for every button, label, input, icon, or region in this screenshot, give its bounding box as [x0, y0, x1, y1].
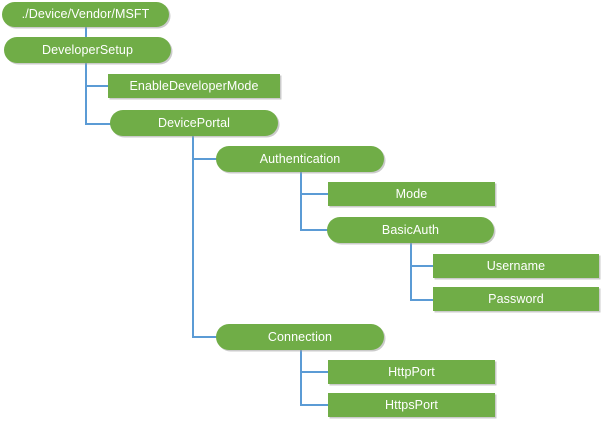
node-username[interactable]: Username [433, 254, 599, 278]
node-connection[interactable]: Connection [216, 324, 384, 350]
node-label-password: Password [488, 291, 544, 306]
node-httpsport[interactable]: HttpsPort [328, 393, 495, 417]
connector-deviceportal-to-connection [192, 336, 217, 338]
connector-connection-trunk [300, 350, 302, 406]
connector-authentication-to-basicauth [300, 229, 328, 231]
node-label-authentication: Authentication [259, 151, 341, 166]
node-label-mode: Mode [395, 186, 428, 201]
node-label-enabledevelopermode: EnableDeveloperMode [129, 78, 259, 93]
connector-developersetup-to-enabledevelopermode [85, 85, 109, 87]
connector-deviceportal-trunk [192, 136, 194, 338]
connector-root-to-developersetup [85, 27, 87, 38]
node-label-basicauth: BasicAuth [381, 222, 440, 237]
node-label-root: ./Device/Vendor/MSFT [21, 7, 150, 22]
node-enabledevelopermode[interactable]: EnableDeveloperMode [108, 74, 280, 98]
node-developersetup[interactable]: DeveloperSetup [4, 37, 171, 63]
node-label-httpsport: HttpsPort [385, 397, 438, 412]
connector-basicauth-to-password [410, 299, 434, 301]
connector-deviceportal-to-authentication [192, 158, 217, 160]
node-httpport[interactable]: HttpPort [328, 360, 495, 384]
node-basicauth[interactable]: BasicAuth [327, 217, 494, 243]
connector-connection-to-httpport [300, 371, 329, 373]
node-label-deviceportal: DevicePortal [157, 115, 231, 130]
node-label-username: Username [486, 258, 546, 273]
node-label-httpport: HttpPort [388, 364, 435, 379]
node-root[interactable]: ./Device/Vendor/MSFT [2, 2, 169, 27]
connector-basicauth-to-username [410, 265, 434, 267]
connector-connection-to-httpsport [300, 404, 329, 406]
connector-authentication-to-mode [300, 193, 329, 195]
node-label-connection: Connection [267, 329, 333, 344]
connector-authentication-trunk [300, 172, 302, 231]
node-password[interactable]: Password [433, 287, 599, 311]
connector-basicauth-trunk [410, 243, 412, 300]
connector-developersetup-to-deviceportal [85, 123, 111, 125]
connector-developersetup-trunk [85, 63, 87, 123]
node-authentication[interactable]: Authentication [216, 146, 384, 172]
node-deviceportal[interactable]: DevicePortal [110, 110, 278, 136]
node-mode[interactable]: Mode [328, 182, 495, 206]
node-label-developersetup: DeveloperSetup [41, 42, 134, 57]
